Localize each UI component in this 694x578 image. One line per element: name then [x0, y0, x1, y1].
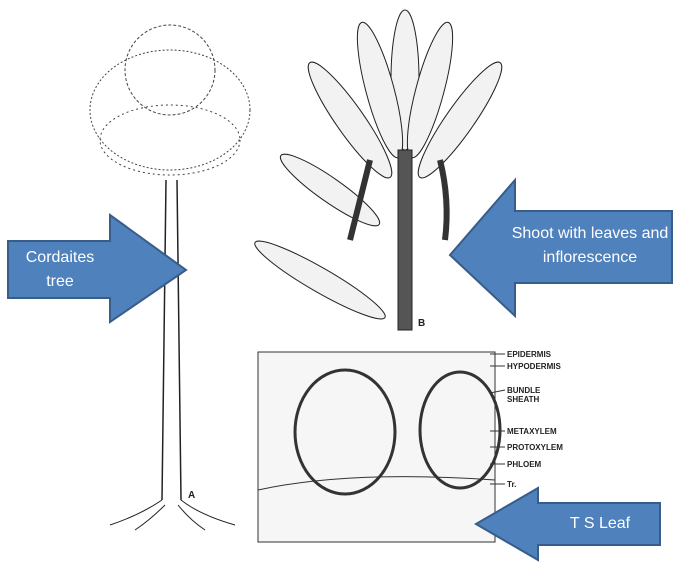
label-epidermis: EPIDERMIS [507, 350, 552, 359]
leaf-label-lines [489, 353, 506, 485]
label-protoxylem: PROTOXYLEM [507, 443, 563, 452]
label-metaxylem: METAXYLEM [507, 427, 557, 436]
label-tr: Tr. [507, 480, 517, 489]
figure-letter-b: B [418, 318, 426, 329]
shoot-callout-label: Shoot with leaves and inflorescence [511, 225, 669, 266]
figure-letter-a: A [188, 490, 196, 501]
cordaites-tree-drawing [89, 24, 251, 531]
tree-arrow [7, 213, 188, 324]
shoot-arrow [448, 177, 673, 319]
label-bundle-sheath: BUNDLE SHEATH [507, 386, 541, 404]
tree-callout-label: Cordaites tree [25, 249, 95, 290]
leaf-section-drawing [257, 351, 502, 543]
label-phloem: PHLOEM [507, 460, 542, 469]
leaf-arrow [474, 486, 661, 562]
shoot-drawing [254, 9, 503, 331]
label-hypodermis: HYPODERMIS [507, 362, 561, 371]
leaf-callout-label: T S Leaf [569, 515, 631, 532]
